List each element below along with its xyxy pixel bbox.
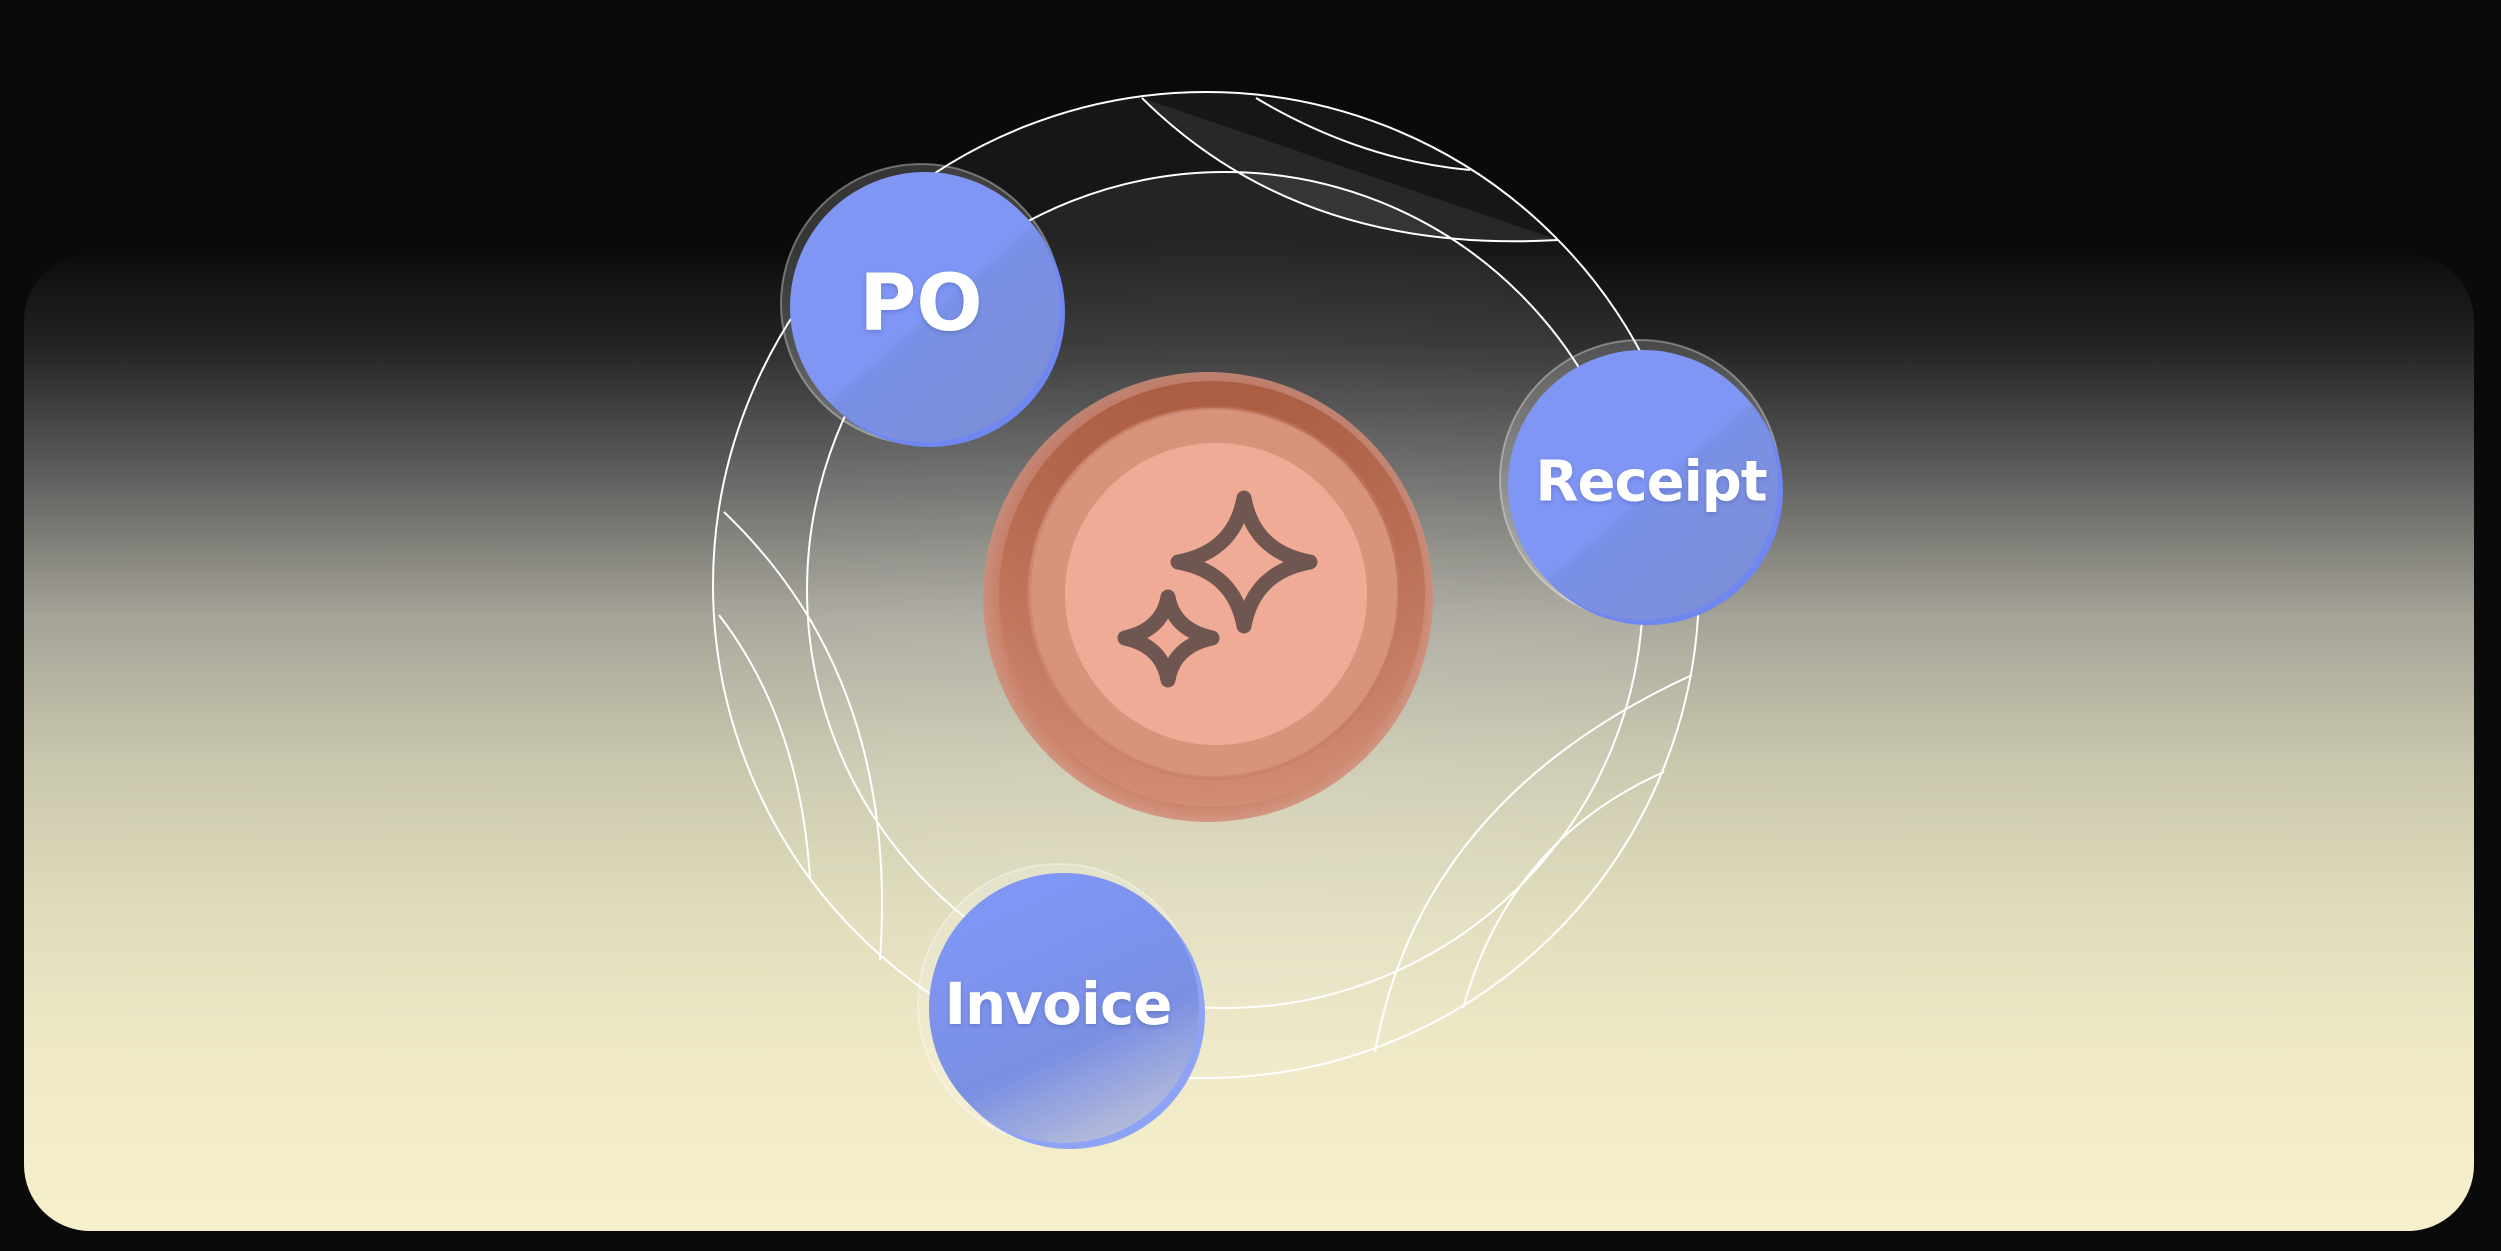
- sparkles-icon: [1117, 490, 1318, 688]
- decorative-arcs: [718, 97, 1693, 1053]
- node-po: [780, 163, 1065, 447]
- node-label-invoice: Invoice: [944, 970, 1172, 1038]
- node-label-receipt: Receipt: [1535, 449, 1767, 515]
- arc-left-2: [718, 614, 811, 879]
- node-receipt: [1499, 339, 1783, 625]
- center-badge: [983, 372, 1433, 822]
- node-invoice: [917, 863, 1205, 1149]
- center-badge-ring-3: [1027, 406, 1401, 780]
- arc-top-1: [1141, 97, 1559, 243]
- center-badge-core: [1065, 443, 1367, 745]
- arc-right-1: [1374, 674, 1693, 1053]
- arc-top-2: [1255, 97, 1471, 171]
- arc-left-1: [723, 511, 883, 961]
- arc-right-2: [1462, 771, 1665, 1009]
- node-label-po: PO: [859, 259, 983, 349]
